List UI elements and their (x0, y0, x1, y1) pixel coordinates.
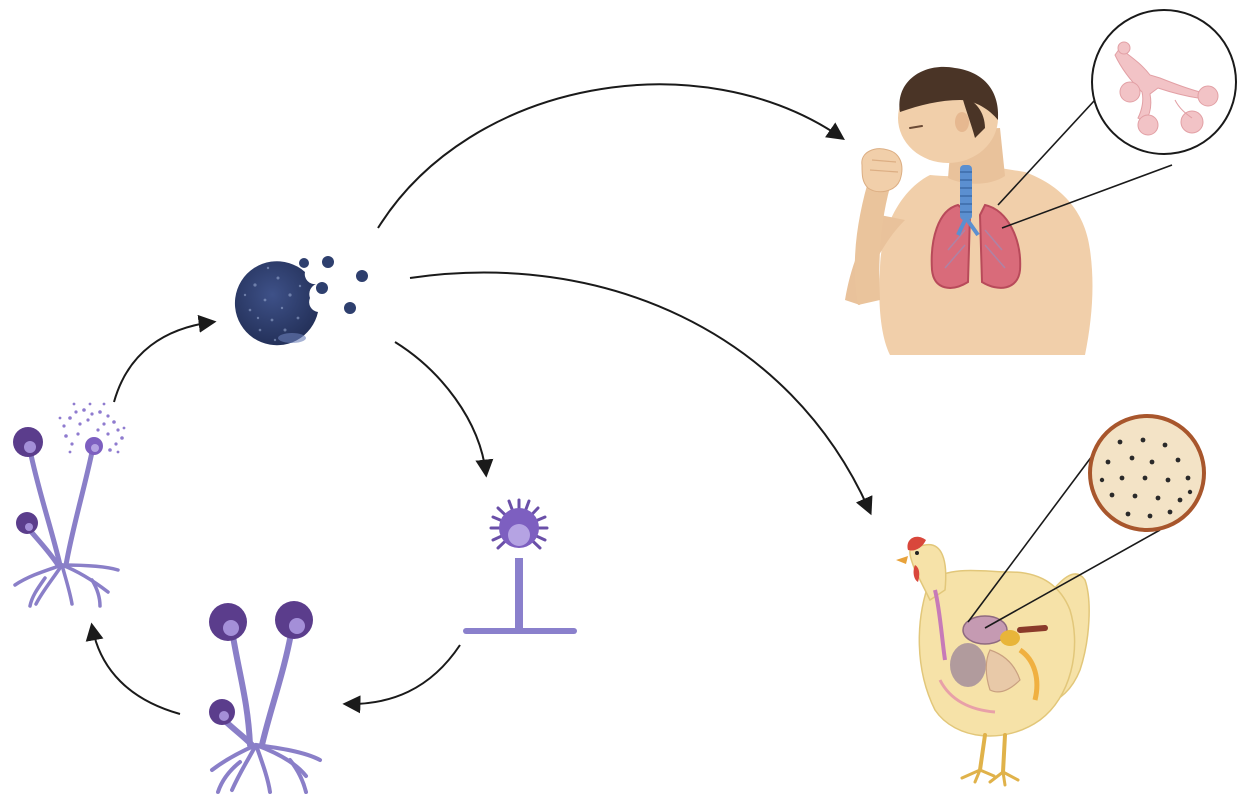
arrow-mycelium-to-sporulating (92, 626, 180, 714)
arrow-spores-to-chicken (410, 273, 870, 512)
arrow-spores-to-conidiophore (395, 342, 486, 474)
spore-cluster-icon (235, 256, 368, 345)
arrow-spores-to-human (378, 84, 842, 228)
mycelium-sporangia-icon (209, 601, 320, 792)
arrows (92, 84, 870, 714)
chicken-anatomy-icon (896, 537, 1089, 785)
sporulating-mycelium-icon (13, 403, 125, 606)
arrow-conidiophore-to-mycelium (346, 645, 460, 704)
aspergillus-conidiophore-icon (463, 500, 577, 634)
arrow-sporulating-to-spores (114, 322, 213, 402)
coughing-human-icon (845, 67, 1092, 355)
